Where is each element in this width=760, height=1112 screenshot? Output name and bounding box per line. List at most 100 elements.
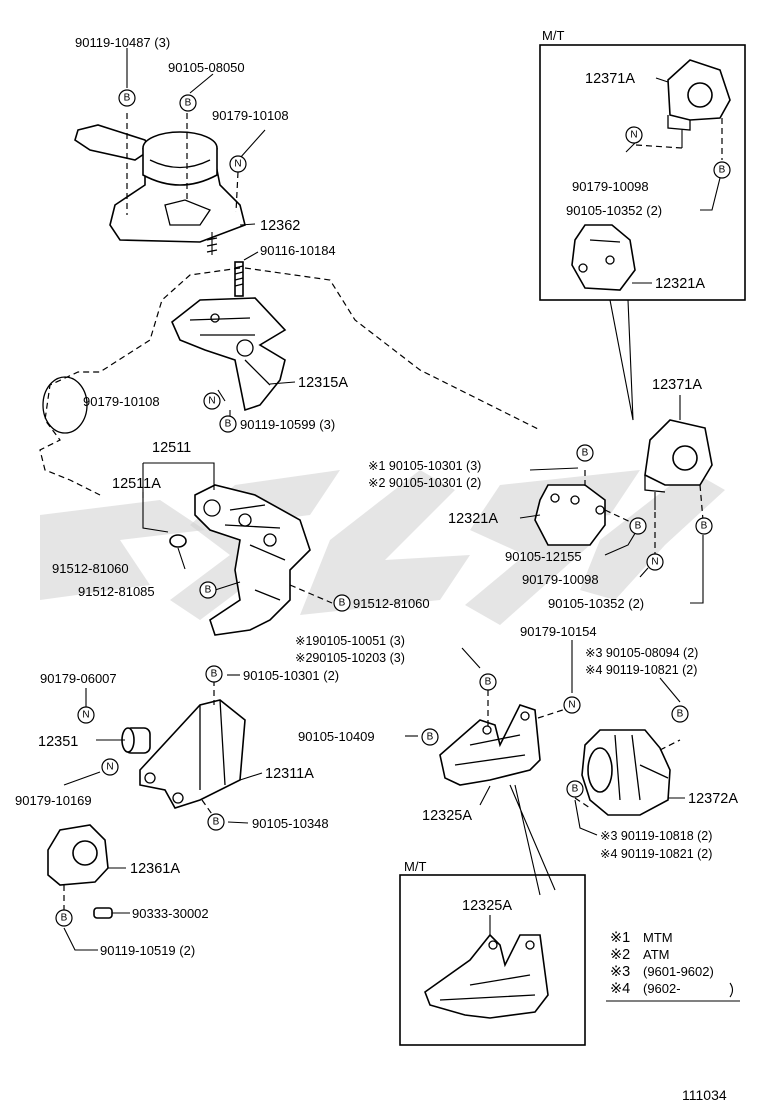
bolt-badge: B: [713, 161, 731, 179]
mount-insulator-12371A-mt: [667, 59, 731, 148]
svg-text:N: N: [234, 159, 241, 170]
legend-mark-4: ※4: [610, 981, 630, 997]
legend: ※1 MTM ※2 ATM ※3 (9601-9602) ※4 (9602-: [606, 930, 740, 1002]
svg-text:B: B: [635, 521, 642, 532]
bolt-badge: B: [179, 94, 197, 112]
part-label-12315A: 12315A: [298, 375, 348, 391]
mount-bracket-12311A: [139, 699, 246, 809]
part-label-x1-90105-10301: ※1 90105-10301 (3): [368, 459, 481, 473]
part-label-x4-90119-10821-b: ※4 90119-10821 (2): [600, 847, 712, 861]
part-label-12362: 12362: [260, 218, 300, 234]
bolt-badge: B: [421, 728, 439, 746]
svg-text:B: B: [701, 521, 708, 532]
svg-text:B: B: [205, 585, 212, 596]
mount-insulator-12371A: [644, 419, 713, 510]
svg-text:B: B: [485, 677, 492, 688]
part-label-12311A: 12311A: [265, 766, 314, 782]
svg-text:B: B: [213, 817, 220, 828]
part-label-x2-90105-10301: ※2 90105-10301 (2): [368, 476, 481, 490]
legend-text-3: (9601-9602): [643, 964, 714, 979]
svg-text:B: B: [225, 419, 232, 430]
bolt-badge: B: [118, 89, 136, 107]
mount-bracket-12321A-mt: [571, 224, 636, 291]
part-label-12372A: 12372A: [688, 791, 738, 807]
legend-mark-2: ※2: [610, 947, 630, 963]
svg-text:B: B: [582, 448, 589, 459]
mount-bracket-12511: [169, 484, 311, 636]
part-label-90179-10108: 90179-10108: [212, 108, 289, 123]
bolt-badge: B: [219, 415, 237, 433]
part-label-12361A: 12361A: [130, 861, 180, 877]
mount-insulator-12372A: [581, 729, 671, 816]
part-label-90119-10599: 90119-10599 (3): [240, 417, 335, 432]
bolt-badge: B: [566, 780, 584, 798]
part-label-90179-10098-b: 90179-10098: [522, 572, 599, 587]
part-label-x4-90119-10821-a: ※4 90119-10821 (2): [585, 663, 697, 677]
nut-badge: N: [77, 706, 95, 724]
part-label-12511: 12511: [152, 440, 191, 456]
mt-inset-box-top: [539, 44, 746, 301]
part-label-12325A-a: 12325A: [422, 808, 472, 824]
bolt-badge: B: [671, 705, 689, 723]
part-label-x3-90105-08094: ※3 90105-08094 (2): [585, 646, 698, 660]
part-label-90116-10184: 90116-10184: [260, 243, 336, 258]
legend-text-1: MTM: [643, 930, 673, 945]
mt-label-bottom: M/T: [404, 859, 426, 874]
svg-text:N: N: [208, 396, 215, 407]
bolt-badge: B: [199, 581, 217, 599]
bolt-badge: B: [629, 517, 647, 535]
svg-text:B: B: [185, 98, 192, 109]
part-label-90105-10352-b: 90105-10352 (2): [548, 596, 644, 611]
bolt-badge: B: [333, 594, 351, 612]
svg-text:B: B: [124, 93, 131, 104]
part-label-12321A-a: 12321A: [655, 276, 705, 292]
part-label-90105-12155: 90105-12155: [505, 549, 582, 564]
part-label-90179-10154: 90179-10154: [520, 624, 597, 639]
svg-text:N: N: [106, 762, 113, 773]
part-label-90105-10301: 90105-10301 (2): [243, 668, 339, 683]
part-label-90105-10409: 90105-10409: [298, 729, 375, 744]
svg-text:B: B: [211, 669, 218, 680]
legend-mark-3: ※3: [610, 964, 630, 980]
part-label-x2-90105-10203: ※290105-10203 (3): [295, 651, 405, 665]
bolt-badge: B: [479, 673, 497, 691]
part-label-12371A-a: 12371A: [585, 71, 635, 87]
part-label-90119-10519: 90119-10519 (2): [100, 943, 195, 958]
bolt-badge: B: [576, 444, 594, 462]
svg-text:B: B: [427, 732, 434, 743]
svg-text:B: B: [719, 165, 726, 176]
engine-mount-upper-12362: [74, 124, 246, 255]
part-label-91512-81085: 91512-81085: [78, 584, 155, 599]
svg-text:N: N: [630, 130, 637, 141]
part-label-90105-08050: 90105-08050: [168, 60, 245, 75]
nut-badge: N: [101, 758, 119, 776]
legend-text-2: ATM: [643, 947, 669, 962]
bolt-badge: B: [205, 665, 223, 683]
watermark-logo: [40, 470, 725, 625]
engine-outline: [39, 267, 541, 496]
damper-12351: [121, 727, 151, 754]
part-label-90105-10348: 90105-10348: [252, 816, 329, 831]
stud-bolt: [234, 261, 244, 297]
clip-90333-30002: [93, 907, 113, 919]
mount-bracket-12315A: [171, 297, 287, 412]
part-label-x1-90105-10051: ※190105-10051 (3): [295, 634, 405, 648]
part-label-90105-10352-a: 90105-10352 (2): [566, 203, 662, 218]
figure-number: 111034: [682, 1087, 727, 1103]
mount-bracket-12325A-mt: [424, 933, 549, 1019]
mt-label-top: M/T: [542, 28, 564, 43]
svg-text:B: B: [572, 784, 579, 795]
bolt-badge: B: [55, 909, 73, 927]
part-label-12511A: 12511A: [112, 476, 161, 492]
part-label-90179-06007: 90179-06007: [40, 671, 117, 686]
part-label-x3-90119-10818: ※3 90119-10818 (2): [600, 829, 712, 843]
svg-text:B: B: [61, 913, 68, 924]
legend-text-4: (9602-: [643, 981, 681, 996]
part-label-90333-30002: 90333-30002: [132, 906, 209, 921]
mount-bracket-12325A: [439, 704, 541, 786]
mount-bracket-12321A: [534, 484, 606, 546]
svg-text:N: N: [82, 710, 89, 721]
nut-badge: N: [203, 392, 221, 410]
part-label-12351: 12351: [38, 734, 78, 750]
